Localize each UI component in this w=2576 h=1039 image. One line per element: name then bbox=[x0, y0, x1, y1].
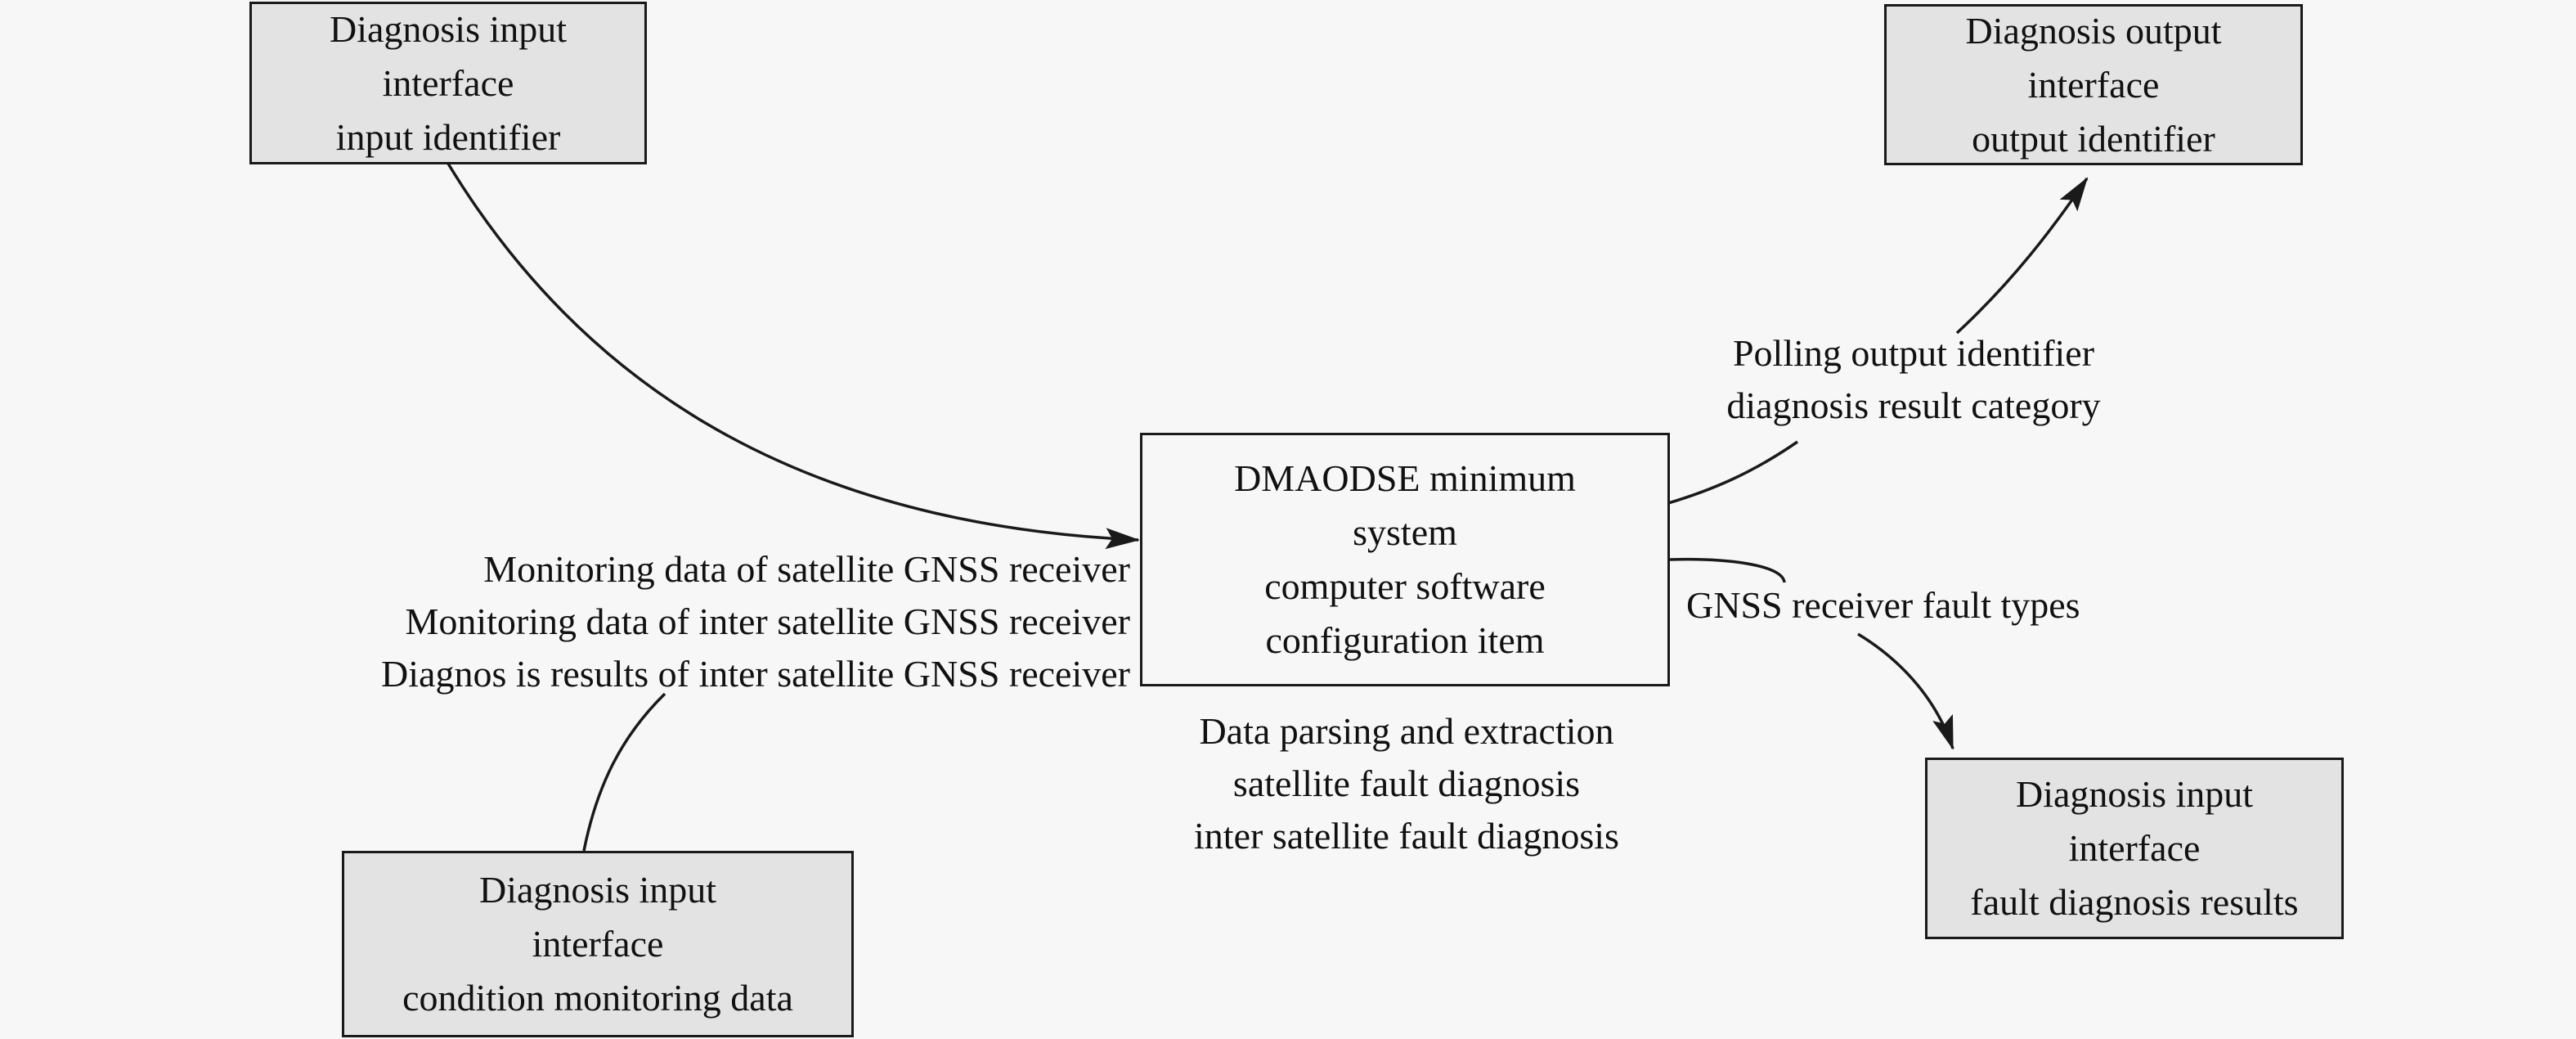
edge-fault-types-label-to-fault-results bbox=[1857, 632, 1954, 750]
node-fault-results: Diagnosis input interface fault diagnosi… bbox=[1925, 758, 2344, 939]
node-text-line: Diagnosis output bbox=[1965, 9, 2222, 52]
edge-polling-label-to-output-identifier bbox=[1955, 177, 2089, 335]
label-line: Monitoring data of satellite GNSS receiv… bbox=[483, 548, 1130, 590]
label-line: diagnosis result category bbox=[1726, 385, 2101, 426]
label-line: inter satellite fault diagnosis bbox=[1194, 815, 1619, 857]
node-text-line: system bbox=[1353, 511, 1457, 553]
label-polling-output: Polling output identifier diagnosis resu… bbox=[1693, 327, 2134, 432]
node-text-line: Diagnosis input bbox=[2015, 773, 2254, 815]
edge-core-to-fault-types-label bbox=[1669, 557, 1786, 583]
node-text-line: interface bbox=[2068, 827, 2201, 869]
edge-core-to-polling-label bbox=[1667, 440, 1798, 505]
label-line: Monitoring data of inter satellite GNSS … bbox=[405, 600, 1130, 642]
label-line: Data parsing and extraction bbox=[1199, 710, 1614, 752]
label-core-functions: Data parsing and extraction satellite fa… bbox=[1137, 705, 1676, 862]
label-line: satellite fault diagnosis bbox=[1232, 762, 1581, 804]
node-text-line: interface bbox=[382, 61, 514, 104]
node-text-line: configuration item bbox=[1265, 619, 1545, 661]
node-condition-monitoring: Diagnosis input interface condition moni… bbox=[342, 851, 854, 1037]
node-text-line: interface bbox=[2027, 63, 2160, 106]
node-text-line: condition monitoring data bbox=[402, 977, 793, 1019]
label-monitoring-data: Monitoring data of satellite GNSS receiv… bbox=[381, 543, 1130, 700]
node-text-line: fault diagnosis results bbox=[1970, 881, 2299, 923]
node-text-line: output identifier bbox=[1972, 117, 2215, 160]
node-text-line: Diagnosis input bbox=[478, 869, 717, 911]
edge-condition-monitoring-to-core bbox=[582, 692, 666, 852]
node-text-line: DMAODSE minimum bbox=[1234, 457, 1576, 499]
label-line: Polling output identifier bbox=[1732, 332, 2095, 374]
label-line: GNSS receiver fault types bbox=[1686, 584, 2080, 626]
node-text-line: Diagnosis input bbox=[329, 7, 568, 50]
node-output-identifier: Diagnosis output interface output identi… bbox=[1884, 4, 2303, 165]
node-text-line: input identifier bbox=[335, 115, 561, 158]
node-input-identifier: Diagnosis input interface input identifi… bbox=[249, 2, 647, 164]
label-line: Diagnos is results of inter satellite GN… bbox=[381, 653, 1130, 695]
edge-input-identifier-to-core bbox=[447, 163, 1140, 550]
node-text-line: computer software bbox=[1264, 565, 1546, 607]
label-fault-types: GNSS receiver fault types bbox=[1686, 579, 2080, 632]
node-core-system: DMAODSE minimum system computer software… bbox=[1140, 433, 1670, 686]
node-text-line: interface bbox=[532, 923, 664, 965]
